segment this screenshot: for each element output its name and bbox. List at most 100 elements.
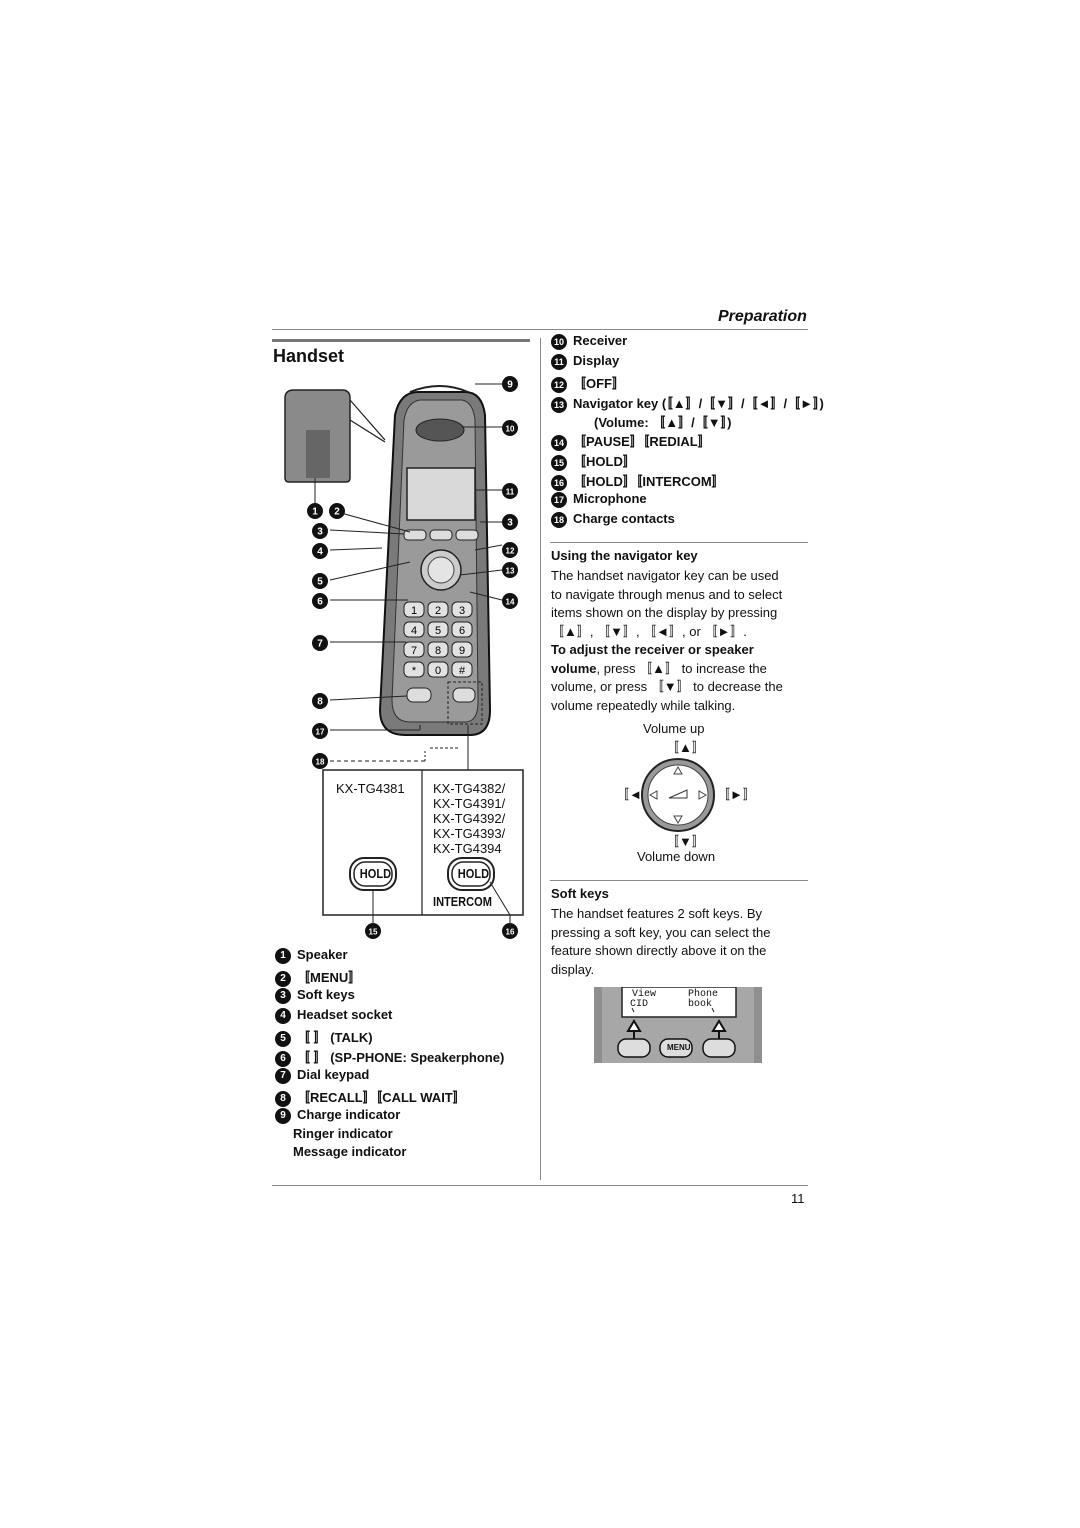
arrow-up-icon bbox=[626, 1019, 642, 1049]
section-rule bbox=[550, 880, 808, 881]
callout-number: 10 bbox=[506, 425, 515, 434]
legend-number: 16 bbox=[551, 474, 567, 491]
key-down-label: 〚▼〛 bbox=[666, 834, 705, 849]
section-title: Preparation bbox=[718, 308, 807, 325]
keypad-key bbox=[403, 641, 425, 658]
text: , press 〚▲〛 to increase the bbox=[596, 660, 767, 676]
legend-continuation: Ringer indicator bbox=[293, 1126, 393, 1141]
softkeys-paragraph: The handset features 2 soft keys. By pre… bbox=[551, 905, 770, 979]
callout-marker bbox=[312, 543, 328, 559]
callout-number: 13 bbox=[506, 567, 515, 576]
keypad-key bbox=[451, 621, 473, 638]
callout-number: 14 bbox=[506, 598, 515, 607]
callout-marker bbox=[365, 923, 381, 939]
page-number: 11 bbox=[791, 1191, 805, 1206]
legend-item: 8 〚RECALL〛〚CALL WAIT〛 bbox=[275, 1087, 466, 1107]
title-rule bbox=[272, 339, 530, 342]
legend-number: 5 bbox=[275, 1030, 291, 1047]
legend-text: Soft keys bbox=[297, 987, 355, 1002]
navigator-paragraph: The handset navigator key can be used to… bbox=[551, 567, 783, 715]
callout-number: 15 bbox=[369, 928, 378, 937]
callout-number: 5 bbox=[317, 577, 323, 588]
callout-number: 2 bbox=[334, 507, 340, 518]
keypad-key bbox=[427, 601, 449, 618]
legend-number: 14 bbox=[551, 434, 567, 451]
hold-label-left: HOLD bbox=[359, 866, 392, 881]
keypad-digit: 6 bbox=[459, 625, 465, 637]
footer-rule bbox=[272, 1185, 808, 1186]
text-line: volume, press 〚▲〛 to increase the bbox=[551, 660, 783, 679]
legend-text: 〚MENU〛 bbox=[297, 970, 362, 985]
model-kx-tg4381: KX-TG4381 bbox=[336, 781, 405, 796]
legend-number: 12 bbox=[551, 376, 567, 393]
legend-number: 11 bbox=[551, 353, 567, 370]
text-line: 〚▲〛, 〚▼〛, 〚◄〛, or 〚►〛. bbox=[551, 623, 747, 639]
legend-text: 〚PAUSE〛〚REDIAL〛 bbox=[573, 434, 711, 449]
text-line: The handset navigator key can be used bbox=[551, 568, 779, 583]
navigator-key-icon bbox=[641, 758, 715, 832]
keypad-digit: 2 bbox=[435, 605, 441, 617]
legend-number: 18 bbox=[551, 511, 567, 528]
text-line: to navigate through menus and to select bbox=[551, 586, 783, 602]
legend-text: Display bbox=[573, 353, 620, 368]
legend-number: 8 bbox=[275, 1090, 291, 1107]
legend-text: 〚OFF〛 bbox=[573, 376, 625, 391]
legend-number: 4 bbox=[275, 1007, 291, 1024]
model-name: KX-TG4382/ bbox=[433, 781, 506, 796]
bold-text: To adjust the receiver or speaker bbox=[551, 642, 754, 657]
legend-number: 3 bbox=[275, 987, 291, 1004]
callout-marker bbox=[502, 483, 518, 499]
legend-number: 10 bbox=[551, 333, 567, 350]
callout-number: 16 bbox=[506, 928, 515, 937]
text-line: To adjust the receiver or speaker bbox=[551, 641, 783, 660]
softkey-label-cid: CID bbox=[630, 999, 649, 1010]
legend-number: 13 bbox=[551, 396, 567, 413]
key-right-label: 〚►〛 bbox=[717, 787, 756, 802]
legend-text: Dial keypad bbox=[297, 1067, 370, 1082]
keypad-key bbox=[427, 661, 449, 678]
legend-item: 16〚HOLD〛〚INTERCOM〛 bbox=[551, 471, 725, 491]
key-up-label: 〚▲〛 bbox=[666, 740, 705, 755]
legend-text: Headset socket bbox=[297, 1007, 393, 1022]
keypad-key bbox=[451, 661, 473, 678]
callout-marker bbox=[502, 593, 518, 609]
callout-number: 3 bbox=[317, 527, 323, 538]
keypad-digit: 4 bbox=[411, 625, 417, 637]
arrow-up-icon bbox=[711, 1019, 727, 1049]
intercom-label: INTERCOM bbox=[433, 894, 492, 909]
legend-text: 〚RECALL〛〚CALL WAIT〛 bbox=[297, 1090, 466, 1105]
legend-item: 2〚MENU〛 bbox=[275, 967, 361, 987]
column-divider bbox=[540, 338, 541, 1180]
callout-marker bbox=[312, 693, 328, 709]
header-rule bbox=[272, 329, 808, 330]
keypad-digit: 5 bbox=[435, 625, 441, 637]
callout-marker bbox=[502, 923, 518, 939]
keypad-digit: 1 bbox=[411, 605, 417, 617]
legend-text: 〚HOLD〛 bbox=[573, 454, 636, 469]
callout-number: 12 bbox=[506, 547, 515, 556]
keypad-digit: 9 bbox=[459, 645, 465, 657]
callout-marker bbox=[502, 420, 518, 436]
text-line: feature shown directly above it on the bbox=[551, 943, 767, 958]
softkeys-illustration bbox=[594, 987, 762, 1063]
callout-number: 9 bbox=[507, 380, 513, 391]
legend-text: Charge indicator bbox=[297, 1107, 401, 1122]
keypad-key bbox=[403, 601, 425, 618]
volume-down-label: Volume down bbox=[637, 849, 716, 864]
page-title: Handset bbox=[273, 346, 345, 366]
keypad-digit: # bbox=[459, 665, 466, 677]
legend-number: 15 bbox=[551, 454, 567, 471]
legend-item: 4 Headset socket bbox=[275, 1007, 392, 1024]
speaker-grille-icon bbox=[306, 430, 330, 478]
model-name: KX-TG4391/ bbox=[433, 796, 506, 811]
legend-number: 9 bbox=[275, 1107, 291, 1124]
softkey-label-view: View bbox=[632, 989, 657, 1000]
volume-line: (Volume: 〚▲〛/〚▼〛) bbox=[594, 415, 732, 430]
model-name: KX-TG4394 bbox=[433, 841, 502, 856]
callout-marker bbox=[312, 723, 328, 739]
